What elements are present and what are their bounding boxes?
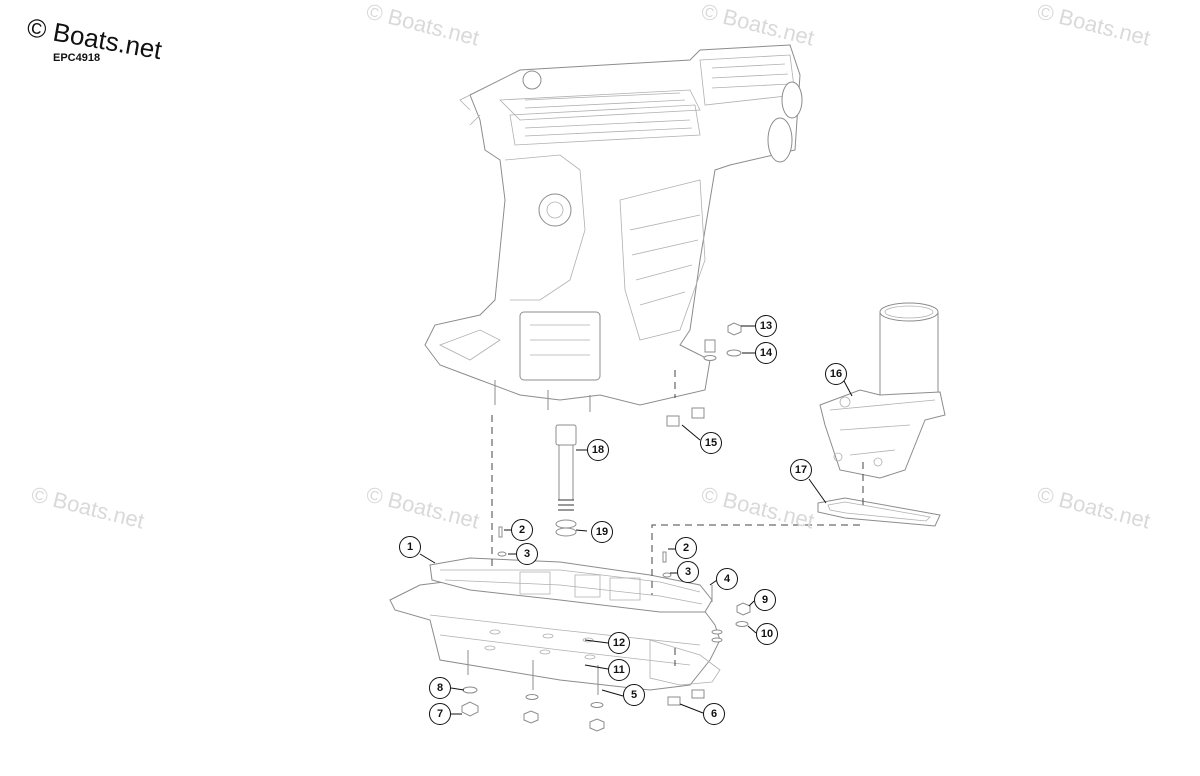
callout-3[interactable]: 3 <box>516 543 538 565</box>
powerhead-hardware <box>666 322 742 427</box>
water-tube-assembly <box>555 424 577 537</box>
callout-17[interactable]: 17 <box>790 459 812 481</box>
callout-7[interactable]: 7 <box>429 703 451 725</box>
adapter-plate <box>389 557 721 695</box>
callout-14[interactable]: 14 <box>755 342 777 364</box>
callout-12[interactable]: 12 <box>608 632 630 654</box>
callout-3[interactable]: 3 <box>677 561 699 583</box>
gasket <box>817 497 941 527</box>
callout-16[interactable]: 16 <box>825 363 847 385</box>
powerhead-assembly <box>424 44 803 412</box>
callout-8[interactable]: 8 <box>429 677 451 699</box>
callout-5[interactable]: 5 <box>623 684 645 706</box>
callout-2[interactable]: 2 <box>511 519 533 541</box>
callout-2[interactable]: 2 <box>675 537 697 559</box>
diagram-code: EPC4918 <box>53 52 101 64</box>
callout-4[interactable]: 4 <box>716 568 738 590</box>
callout-11[interactable]: 11 <box>608 659 630 681</box>
callout-6[interactable]: 6 <box>703 703 725 725</box>
callout-15[interactable]: 15 <box>700 432 722 454</box>
lower-hardware <box>461 526 751 732</box>
callout-10[interactable]: 10 <box>756 623 778 645</box>
callout-1[interactable]: 1 <box>399 536 421 558</box>
callout-9[interactable]: 9 <box>754 589 776 611</box>
callout-13[interactable]: 13 <box>755 315 777 337</box>
assembly-lines <box>491 370 864 666</box>
exhaust-adapter <box>819 302 946 479</box>
callout-18[interactable]: 18 <box>587 439 609 461</box>
callout-19[interactable]: 19 <box>591 521 613 543</box>
leader-lines <box>419 325 853 715</box>
